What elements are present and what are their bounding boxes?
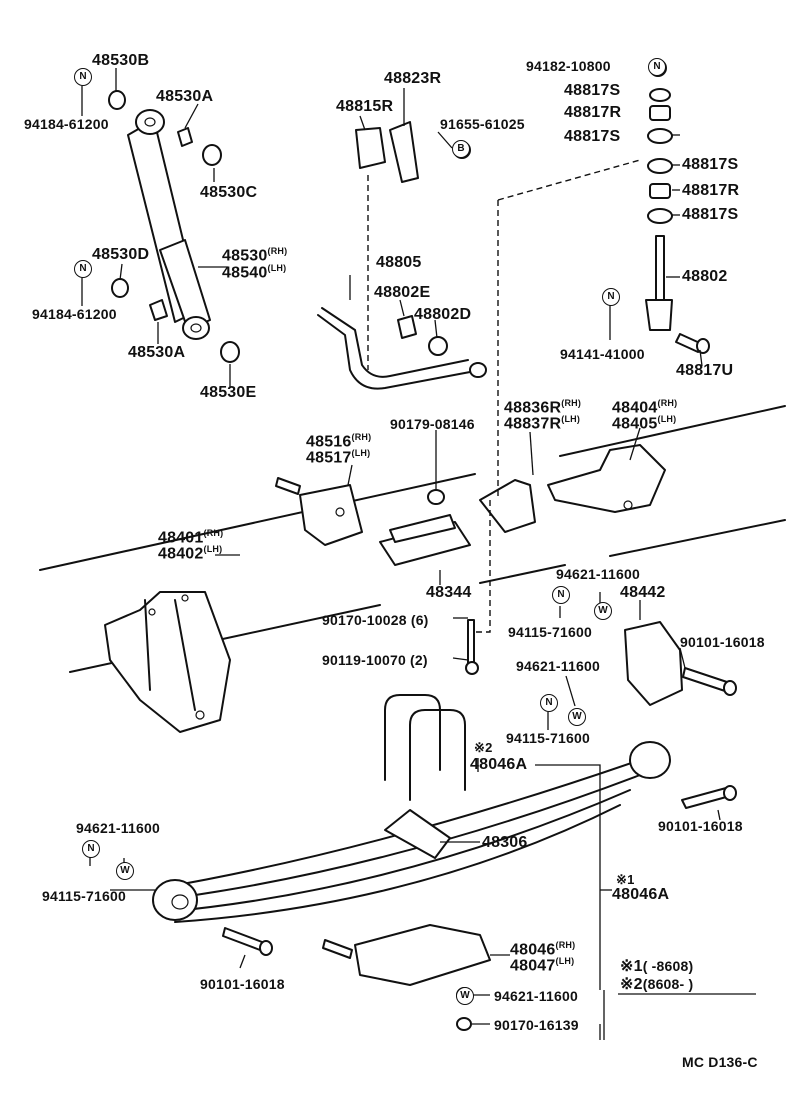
part-label-48802: 48802 [682,268,728,285]
part-label-90101-16018: 90101-16018 [658,818,743,834]
dashed-lines [367,159,641,633]
part-label-48530a: 48530A [128,344,186,361]
w-marker-icon: W [594,602,612,620]
shock-absorber [127,109,211,340]
part-label-48817s: 48817S [564,128,621,145]
b-marker-icon: B [452,140,470,158]
part-label-48823r: 48823R [384,70,442,87]
w-marker-icon: W [568,708,586,726]
part-label-48817s: 48817S [682,206,739,223]
part-label-90179-08146: 90179-08146 [390,416,475,432]
bracket-48836r [479,444,666,533]
spring-bracket-front [104,591,231,733]
part-label-90119-10070: 90119-10070 (2) [322,652,428,668]
part-label-48530a: 48530A [156,88,214,105]
w-marker-icon: W [116,862,134,880]
part-label-94184-61200: 94184-61200 [32,306,117,322]
spring-seat-48046 [322,924,491,1031]
footnote-mark-1: ※1 [616,872,635,887]
part-label-94182-10800: 94182-10800 [526,58,611,74]
n-marker-icon: N [74,68,92,86]
n-marker-icon: N [552,586,570,604]
part-label-48047-lh: 48047(LH) [510,956,575,975]
part-label-48817r: 48817R [564,104,622,121]
part-label-48516-rh: 48516(RH) [306,432,372,451]
part-label-48401-rh: 48401(RH) [158,528,224,547]
part-label-94621-11600: 94621-11600 [556,566,640,582]
part-label-94115-71600: 94115-71600 [506,730,590,746]
part-label-94621-11600: 94621-11600 [494,988,578,1004]
part-label-94115-71600: 94115-71600 [508,624,592,640]
part-label-91655-61025: 91655-61025 [440,116,525,132]
part-label-48837r-lh: 48837R(LH) [504,414,581,433]
part-label-48517-lh: 48517(LH) [306,448,371,467]
part-label-48815r: 48815R [336,98,394,115]
bolts [222,619,479,956]
w-marker-icon: W [456,987,474,1005]
part-label-48817s: 48817S [682,156,739,173]
part-label-48802e: 48802E [374,284,431,301]
part-label-48046a: 48046A [612,886,670,903]
part-label-48442: 48442 [620,584,666,601]
part-label-48817s: 48817S [564,82,621,99]
part-label-90101-16018: 90101-16018 [200,976,285,992]
part-label-48805: 48805 [376,254,422,271]
part-label-48402-lh: 48402(LH) [158,544,223,563]
part-label-48530c: 48530C [200,184,258,201]
stabilizer-bar [317,121,487,390]
part-label-90170-10028: 90170-10028 (6) [322,612,429,628]
diagram-code: MC D136-C [682,1054,758,1070]
part-label-48540-lh: 48540(LH) [222,263,287,282]
part-label-94141-41000: 94141-41000 [560,346,645,362]
shackle-48442 [624,621,737,706]
part-label-48306: 48306 [482,834,528,851]
part-label-94115-71600: 94115-71600 [42,888,126,904]
part-label-48404-rh: 48404(RH) [612,398,678,417]
part-label-90101-16018: 90101-16018 [680,634,765,650]
footnote-mark-2: ※2 [474,740,493,755]
part-label-48046a: 48046A [470,756,528,773]
leader-lines [81,68,721,1040]
part-label-48344: 48344 [426,584,472,601]
n-marker-icon: N [74,260,92,278]
part-label-48046-rh: 48046(RH) [510,940,576,959]
part-label-48530d: 48530D [92,246,150,263]
n-marker-icon: N [540,694,558,712]
leaf-spring [152,741,737,923]
legend-row-1: ※1( -8608) [620,958,694,975]
part-label-48802d: 48802D [414,306,472,323]
part-label-48405-lh: 48405(LH) [612,414,677,433]
u-bolt [384,694,466,801]
n-marker-icon: N [82,840,100,858]
n-marker-icon: N [648,58,666,76]
n-marker-icon: N [602,288,620,306]
part-label-48817r: 48817R [682,182,740,199]
part-label-48530b: 48530B [92,52,150,69]
bracket-48516 [275,477,363,546]
part-label-94184-61200: 94184-61200 [24,116,109,132]
legend-row-2: ※2(8608- ) [620,976,694,993]
shock-bushings [108,90,240,363]
part-label-48836r-rh: 48836R(RH) [504,398,582,417]
part-label-48817u: 48817U [676,362,734,379]
part-label-48530-rh: 48530(RH) [222,246,288,265]
part-label-94621-11600: 94621-11600 [516,658,600,674]
part-label-48530e: 48530E [200,384,257,401]
part-label-90170-16139: 90170-16139 [494,1017,579,1033]
spacer-48344 [379,489,471,566]
part-label-94621-11600: 94621-11600 [76,820,160,836]
